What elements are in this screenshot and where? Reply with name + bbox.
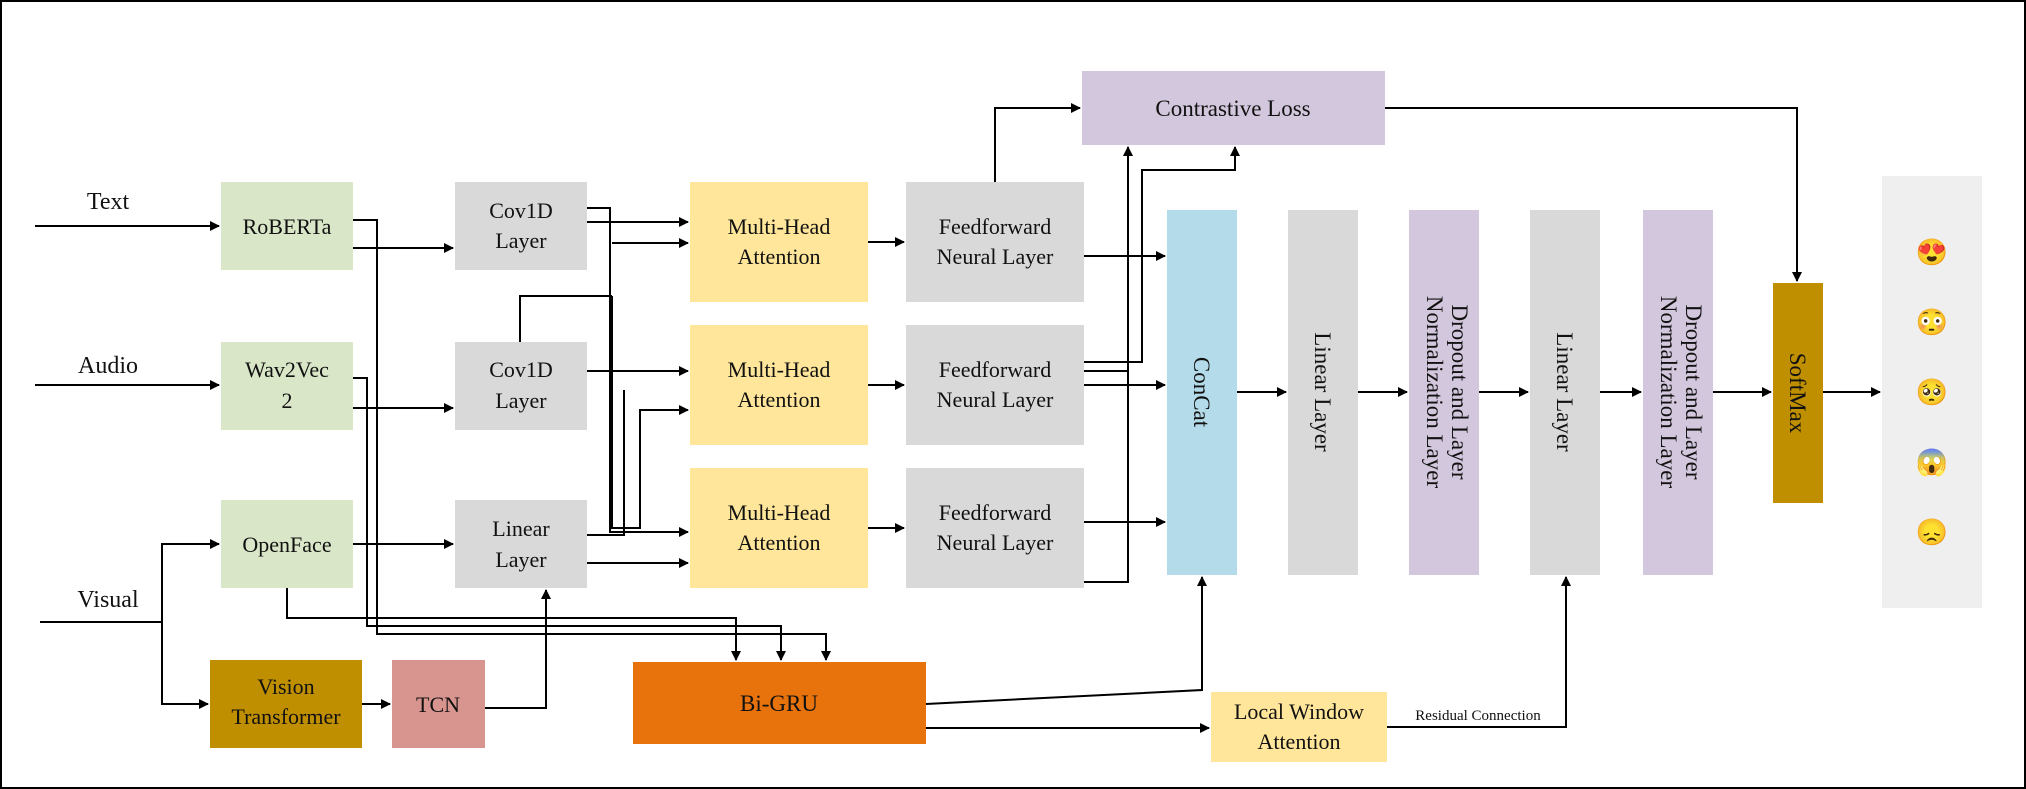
linear-visual-box	[455, 500, 587, 588]
dropout-norm-2-line2: Normalization Layer	[1656, 296, 1681, 489]
linear-layer-2-box	[1530, 210, 1600, 575]
openface-label: OpenFace	[242, 532, 331, 557]
ffn-2-line2: Neural Layer	[937, 387, 1054, 412]
output-panel	[1882, 176, 1982, 608]
concat-label: ConCat	[1189, 357, 1214, 428]
dropout-norm-2-line1: Dropout and Layer	[1681, 305, 1706, 480]
vit-box	[210, 660, 362, 748]
cov1d-audio-box	[455, 342, 587, 430]
bigru-box	[633, 662, 926, 744]
emoji-heart-eyes-icon: 😍	[1916, 238, 1948, 267]
wav2vec-label-line2: 2	[282, 388, 293, 413]
contrastive-loss-label: Contrastive Loss	[1155, 96, 1310, 121]
cov1d-audio-line1: Cov1D	[489, 357, 553, 382]
mha-3-line2: Attention	[737, 530, 820, 555]
mha-3-box	[690, 468, 868, 588]
wav2vec-box	[221, 342, 353, 430]
input-text-label: Text	[87, 189, 130, 215]
roberta-box	[221, 182, 353, 270]
emoji-screaming-icon: 😱	[1916, 448, 1948, 478]
bigru-label: Bi-GRU	[740, 691, 818, 716]
tcn-box	[392, 660, 485, 748]
vit-label-line1: Vision	[257, 674, 314, 699]
mha-1-box	[690, 182, 868, 302]
linear-layer-1-label: Linear Layer	[1310, 332, 1335, 452]
ffn-1-line2: Neural Layer	[937, 244, 1054, 269]
emoji-pleading-icon: 🥺	[1916, 378, 1948, 407]
cov1d-text-box	[455, 182, 587, 270]
dropout-norm-2-box	[1643, 210, 1713, 575]
linear-visual-line1: Linear	[492, 516, 550, 541]
input-visual-label: Visual	[77, 587, 139, 613]
cov1d-audio-line2: Layer	[495, 388, 547, 413]
ffn-1-box	[906, 182, 1084, 302]
ffn-2-line1: Feedforward	[939, 357, 1051, 382]
linear-visual-line2: Layer	[495, 547, 547, 572]
mha-2-line2: Attention	[737, 387, 820, 412]
cov1d-text-line2: Layer	[495, 228, 547, 253]
vit-label-line2: Transformer	[231, 704, 341, 729]
roberta-label: RoBERTa	[243, 214, 332, 239]
ffn-3-line2: Neural Layer	[937, 530, 1054, 555]
dropout-norm-1-box	[1409, 210, 1479, 575]
wav2vec-label-line1: Wav2Vec	[245, 357, 329, 382]
linear-layer-2-label: Linear Layer	[1552, 332, 1577, 452]
lwa-line2: Attention	[1257, 729, 1340, 754]
input-audio-label: Audio	[78, 353, 138, 379]
ffn-1-line1: Feedforward	[939, 214, 1051, 239]
linear-layer-1-box	[1288, 210, 1358, 575]
mha-2-box	[690, 325, 868, 445]
lwa-line1: Local Window	[1234, 699, 1364, 724]
dropout-norm-1-line1: Dropout and Layer	[1447, 305, 1472, 480]
concat-box	[1167, 210, 1237, 575]
connections	[35, 103, 1881, 733]
mha-2-line1: Multi-Head	[728, 357, 831, 382]
local-window-attention-box	[1211, 692, 1387, 762]
emoji-flushed-icon: 😳	[1916, 308, 1948, 337]
ffn-3-box	[906, 468, 1084, 588]
cov1d-text-line1: Cov1D	[489, 198, 553, 223]
emotion-outputs: 😍 😳 🥺 😱 😞	[1916, 238, 1948, 547]
mha-1-line1: Multi-Head	[728, 214, 831, 239]
ffn-2-box	[906, 325, 1084, 445]
openface-box	[221, 500, 353, 588]
ffn-3-line1: Feedforward	[939, 500, 1051, 525]
emoji-disappointed-icon: 😞	[1916, 518, 1948, 547]
residual-connection-label: Residual Connection	[1415, 708, 1541, 724]
dropout-norm-1-line2: Normalization Layer	[1422, 296, 1447, 489]
softmax-label: SoftMax	[1785, 353, 1810, 434]
mha-1-line2: Attention	[737, 244, 820, 269]
mha-3-line1: Multi-Head	[728, 500, 831, 525]
softmax-box	[1773, 283, 1823, 503]
tcn-label: TCN	[416, 692, 460, 717]
contrastive-loss-box	[1082, 71, 1385, 145]
